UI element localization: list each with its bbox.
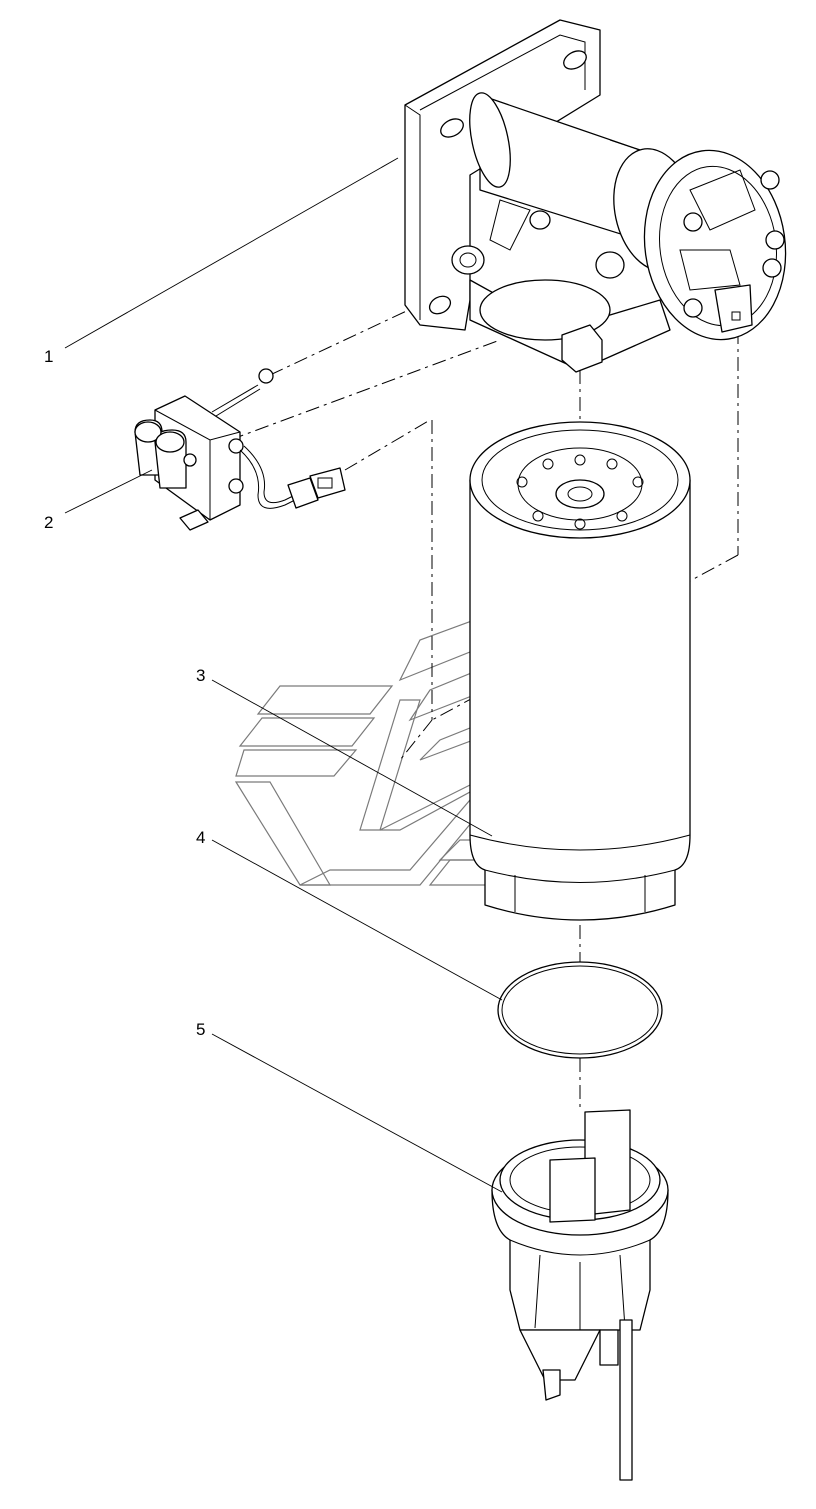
part-1-filter-head bbox=[404, 19, 787, 373]
part-2-heater-sensor bbox=[134, 368, 346, 531]
leader-lines bbox=[64, 157, 503, 1193]
callout-2: 2 bbox=[44, 513, 53, 532]
part-5-separator-bowl bbox=[491, 1109, 669, 1481]
callout-5: 5 bbox=[196, 1020, 205, 1039]
part-3-filter-cartridge bbox=[469, 421, 691, 921]
part-4-o-ring bbox=[497, 961, 663, 1059]
callout-1: 1 bbox=[44, 347, 53, 366]
callout-3: 3 bbox=[196, 666, 205, 685]
callout-4: 4 bbox=[196, 828, 205, 847]
